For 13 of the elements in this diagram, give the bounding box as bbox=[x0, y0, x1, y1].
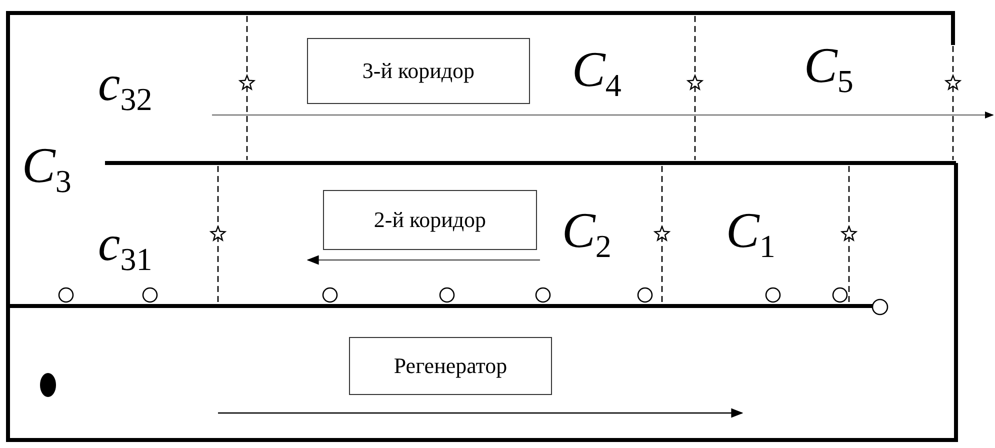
zone-symbol: C$_{1}$ bbox=[726, 205, 776, 262]
corridor-label: Регенератор bbox=[394, 353, 508, 379]
label-box bbox=[323, 190, 537, 250]
zone-symbol: C$_{4}$ bbox=[572, 44, 622, 101]
corridor-label: 3-й коридор bbox=[362, 58, 475, 84]
zone-symbol: C$_{2}$ bbox=[562, 205, 612, 262]
zone-symbol: C$_{3}$ bbox=[22, 140, 72, 197]
label-box bbox=[349, 337, 552, 395]
zone-symbol: c$_{32}$ bbox=[98, 58, 152, 115]
label-box bbox=[307, 38, 530, 104]
corridor-label: 2-й коридор bbox=[374, 207, 486, 233]
zone-symbol: c$_{31}$ bbox=[98, 218, 152, 275]
zone-symbol: C$_{5}$ bbox=[804, 40, 854, 97]
